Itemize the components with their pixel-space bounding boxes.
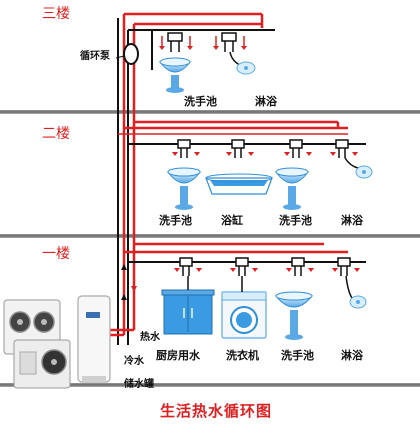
hot-water-risers: [110, 14, 136, 337]
floor1-shower-label: 淋浴: [341, 349, 363, 362]
floor2-shower-label: 淋浴: [341, 214, 363, 227]
floor-label-first: 一楼: [42, 246, 70, 262]
floor1-washing-machine-icon: [221, 276, 267, 339]
floor-slab-3: [0, 110, 420, 114]
tank-label: 储水罐: [124, 379, 154, 390]
storage-tank-icon: [77, 295, 111, 383]
floor-label-second: 二楼: [42, 126, 70, 142]
floor2-flow-arrows: [172, 152, 358, 156]
diagram-title: 生活热水循环图: [160, 402, 273, 420]
floor2-valves: [177, 139, 349, 158]
floor2-bathtub-label: 浴缸: [221, 214, 243, 227]
floor2-basin-2-icon: [275, 167, 309, 210]
floor2-basin-2-label: 洗手池: [279, 214, 312, 227]
floor1-flow-arrows: [174, 268, 360, 272]
floor3-shower-label: 淋浴: [255, 95, 277, 108]
floor2-pipes: [118, 120, 366, 145]
floor2-bathtub-icon: [205, 173, 273, 195]
floor3-flow-arrows: [159, 36, 247, 50]
floor2-basin-1-label: 洗手池: [159, 214, 192, 227]
floor1-basin-icon: [274, 291, 314, 340]
floor3-basin-icon: [158, 57, 192, 93]
floor1-washer-label: 洗衣机: [226, 349, 259, 362]
floor3-shower-icon: [229, 51, 256, 75]
floor2-shower-icon: [344, 157, 373, 179]
riser-flow-arrows: [121, 264, 137, 300]
floor3-pipes: [124, 12, 275, 31]
cold-water-risers: [117, 18, 153, 345]
floor1-kitchen-label: 厨房用水: [156, 349, 200, 362]
cold-water-label: 冷水: [124, 356, 144, 367]
floor-slab-2: [0, 234, 420, 238]
pump-label: 循环泵: [80, 51, 110, 62]
floor3-basin-label: 洗手池: [184, 95, 217, 108]
floor-label-third: 三楼: [42, 6, 70, 22]
floor-slab-1: [0, 383, 420, 387]
floor2-basin-1-icon: [167, 167, 201, 210]
hot-water-label: 热水: [140, 332, 160, 343]
floor3-valves: [167, 32, 237, 52]
floor1-valves: [179, 257, 351, 276]
heat-pump-units-icon: [3, 299, 71, 389]
floor1-kitchen-cabinet-icon: [161, 276, 215, 335]
circulation-pump-icon: [123, 43, 139, 65]
floor1-shower-icon: [345, 275, 367, 309]
floor1-basin-label: 洗手池: [281, 349, 314, 362]
